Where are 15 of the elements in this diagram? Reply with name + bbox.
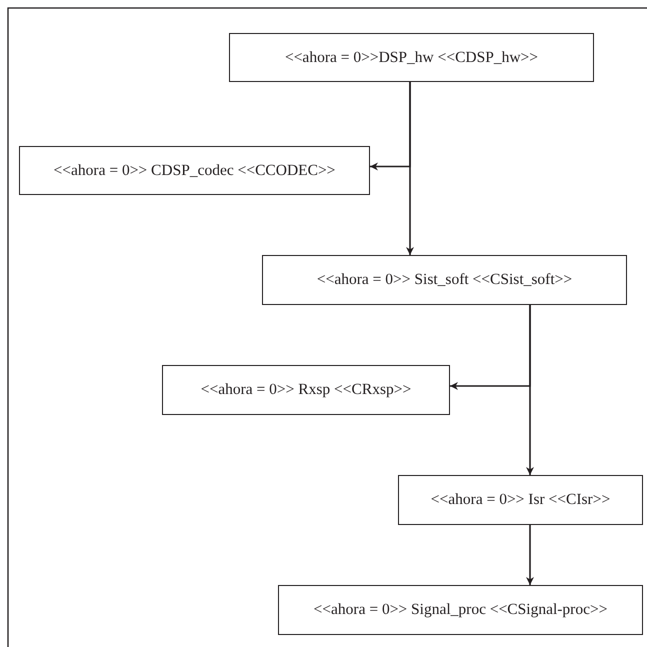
- arrow: [526, 305, 534, 475]
- component-box: [262, 255, 627, 305]
- component-label: <<ahora = 0>>DSP_hw <<CDSP_hw>>: [284, 48, 538, 66]
- arrow: [406, 82, 414, 255]
- component-box: [229, 33, 594, 82]
- component-label: <<ahora = 0>> Isr <<CIsr>>: [430, 491, 610, 509]
- arrow: [526, 525, 534, 585]
- component-label: <<ahora = 0>> Signal_proc <<CSignal-proc>>: [314, 601, 608, 619]
- component-label: <<ahora = 0>> Sist_soft <<CSist_soft>>: [316, 271, 572, 289]
- component-box: [19, 146, 370, 195]
- component-label: <<ahora = 0>> CDSP_codec <<CCODEC>>: [54, 162, 336, 180]
- component-box: [398, 475, 643, 525]
- component-box: [278, 585, 643, 635]
- component-label: <<ahora = 0>> Rxsp <<CRxsp>>: [200, 381, 412, 399]
- component-box: [162, 365, 450, 415]
